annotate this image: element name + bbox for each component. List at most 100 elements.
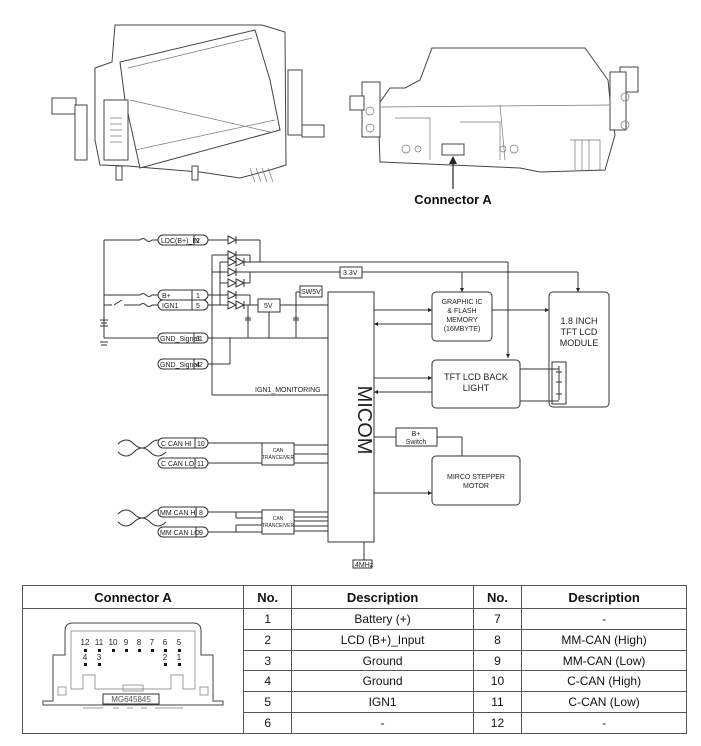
table-row: 5 IGN1 11 C-CAN (Low) <box>23 691 687 714</box>
svg-text:4MHz: 4MHz <box>355 562 374 569</box>
clock-4mhz <box>352 559 373 569</box>
pin-description: C-CAN (High) <box>521 670 687 693</box>
pin-c-can-lo: C CAN LO 11 <box>157 457 209 469</box>
svg-text:12: 12 <box>81 638 90 647</box>
pin-mm-can-hi: MM CAN HI 8 <box>157 506 209 518</box>
svg-text:CAN: CAN <box>273 448 284 454</box>
svg-text:11: 11 <box>95 638 104 647</box>
capacitor-icon <box>245 317 299 321</box>
svg-text:MODULE: MODULE <box>560 338 599 348</box>
svg-text:6: 6 <box>163 638 168 647</box>
svg-text:MG645845: MG645845 <box>111 695 151 704</box>
svg-text:4: 4 <box>83 653 88 662</box>
svg-text:SW5V: SW5V <box>301 289 321 296</box>
svg-text:10: 10 <box>197 441 205 448</box>
connector-face-cell: MG645845 12 11 10 9 8 7 6 5 <box>22 608 244 734</box>
pin-description: Ground <box>291 649 474 672</box>
arrowhead-icon <box>506 354 510 358</box>
arrowhead-icon <box>449 156 457 164</box>
fuse-icon <box>139 293 153 297</box>
backlight-block <box>431 359 521 409</box>
pin-mm-can-lo: MM CAN LO 9 <box>157 526 209 538</box>
svg-text:9: 9 <box>199 530 203 537</box>
pin-no: 12 <box>472 712 523 734</box>
svg-text:3: 3 <box>196 336 200 343</box>
pin-ldc-b-in: LDC(B+)_IN 2 <box>157 234 209 246</box>
pin-c-can-hi: C CAN HI 10 <box>157 437 209 449</box>
pin-table-header: Connector A No. Description No. Descript… <box>22 585 687 609</box>
svg-text:2: 2 <box>163 653 168 662</box>
pin-description: - <box>291 712 474 734</box>
svg-text:1.8 INCH: 1.8 INCH <box>560 316 597 326</box>
pin-no: 6 <box>242 712 293 734</box>
fuse-icon <box>139 303 153 307</box>
pin-b-plus: B+ 1 <box>157 289 209 301</box>
svg-text:2: 2 <box>196 238 200 245</box>
svg-text:(16MBYTE): (16MBYTE) <box>444 326 481 333</box>
pin-description: C-CAN (Low) <box>521 691 687 714</box>
pin-no: 7 <box>472 608 523 630</box>
svg-text:MICOM: MICOM <box>353 386 375 455</box>
pin-no: 5 <box>242 691 293 714</box>
diagram-canvas: Connector A LDC(B+)_IN 2 B+ <box>51 24 639 569</box>
table-row: MG645845 12 11 10 9 8 7 6 5 <box>22 608 687 734</box>
svg-text:LDC(B+)_IN: LDC(B+)_IN <box>161 238 199 245</box>
arrowhead-icon <box>576 288 580 292</box>
ignition-switch-icon <box>113 299 123 306</box>
pin-description: LCD (B+)_Input <box>291 628 474 651</box>
block-diagram: LDC(B+)_IN 2 B+ 1 IGN1 5 GND_Signal1 3 G… <box>100 234 610 569</box>
mm-can-transceiver <box>261 509 295 535</box>
connector-a-caption: Connector A <box>414 192 492 207</box>
svg-text:CAN: CAN <box>273 516 284 522</box>
table-row: 3 Ground 9 MM-CAN (Low) <box>23 649 687 672</box>
svg-text:& FLASH: & FLASH <box>447 308 476 315</box>
pin-description: Ground <box>291 670 474 693</box>
svg-text:1: 1 <box>196 293 200 300</box>
cluster-rear-view-drawing: Connector A <box>349 47 639 207</box>
pin-description: MM-CAN (High) <box>521 628 687 651</box>
ground-icon <box>100 341 108 346</box>
svg-text:3.3V: 3.3V <box>343 270 358 277</box>
stepper-motor-block <box>431 455 521 506</box>
header-description: Description <box>291 585 474 609</box>
cluster-side-view-drawing <box>51 24 325 183</box>
svg-text:8: 8 <box>137 638 142 647</box>
svg-text:MM CAN LO: MM CAN LO <box>160 530 200 537</box>
pin-no: 3 <box>242 649 293 672</box>
pin-no: 8 <box>472 628 523 651</box>
regulator-sw5v <box>299 285 323 298</box>
svg-text:TRANCEIVER: TRANCEIVER <box>262 523 295 529</box>
pin-description: - <box>521 608 687 630</box>
svg-text:4: 4 <box>196 362 200 369</box>
pin-dots <box>84 649 181 666</box>
svg-text:GND_Signal2: GND_Signal2 <box>160 362 203 369</box>
svg-text:8: 8 <box>199 510 203 517</box>
svg-text:C CAN HI: C CAN HI <box>161 441 192 448</box>
table-row: 2 LCD (B+)_Input 8 MM-CAN (High) <box>23 628 687 651</box>
svg-text:11: 11 <box>197 461 204 468</box>
svg-text:Switch: Switch <box>406 439 427 446</box>
svg-text:MIRCO STEPPER: MIRCO STEPPER <box>447 474 505 481</box>
connector-face-drawing: MG645845 12 11 10 9 8 7 6 5 <box>42 622 224 709</box>
svg-text:3: 3 <box>97 653 102 662</box>
header-no: No. <box>472 585 523 609</box>
svg-text:7: 7 <box>150 638 155 647</box>
svg-text:MOTOR: MOTOR <box>463 483 489 490</box>
pin-numbers-top: 12 11 10 9 8 7 6 5 <box>81 638 182 647</box>
svg-text:MEMORY: MEMORY <box>446 317 478 324</box>
header-no: No. <box>242 585 293 609</box>
svg-text:GRAPHIC IC: GRAPHIC IC <box>442 299 483 306</box>
svg-text:TRANCEIVER: TRANCEIVER <box>262 455 295 461</box>
svg-text:5: 5 <box>177 638 182 647</box>
svg-text:MM CAN HI: MM CAN HI <box>160 510 197 517</box>
svg-text:B+: B+ <box>162 293 171 300</box>
svg-text:5V: 5V <box>264 303 273 310</box>
header-description: Description <box>521 585 687 609</box>
pin-no: 10 <box>472 670 523 693</box>
pin-gnd-signal2: GND_Signal2 4 <box>157 358 209 370</box>
pin-table: Connector A No. Description No. Descript… <box>22 585 687 734</box>
pin-no: 11 <box>472 691 523 714</box>
arrowhead-icon <box>460 288 464 292</box>
svg-text:C CAN LO: C CAN LO <box>161 461 195 468</box>
pin-no: 2 <box>242 628 293 651</box>
